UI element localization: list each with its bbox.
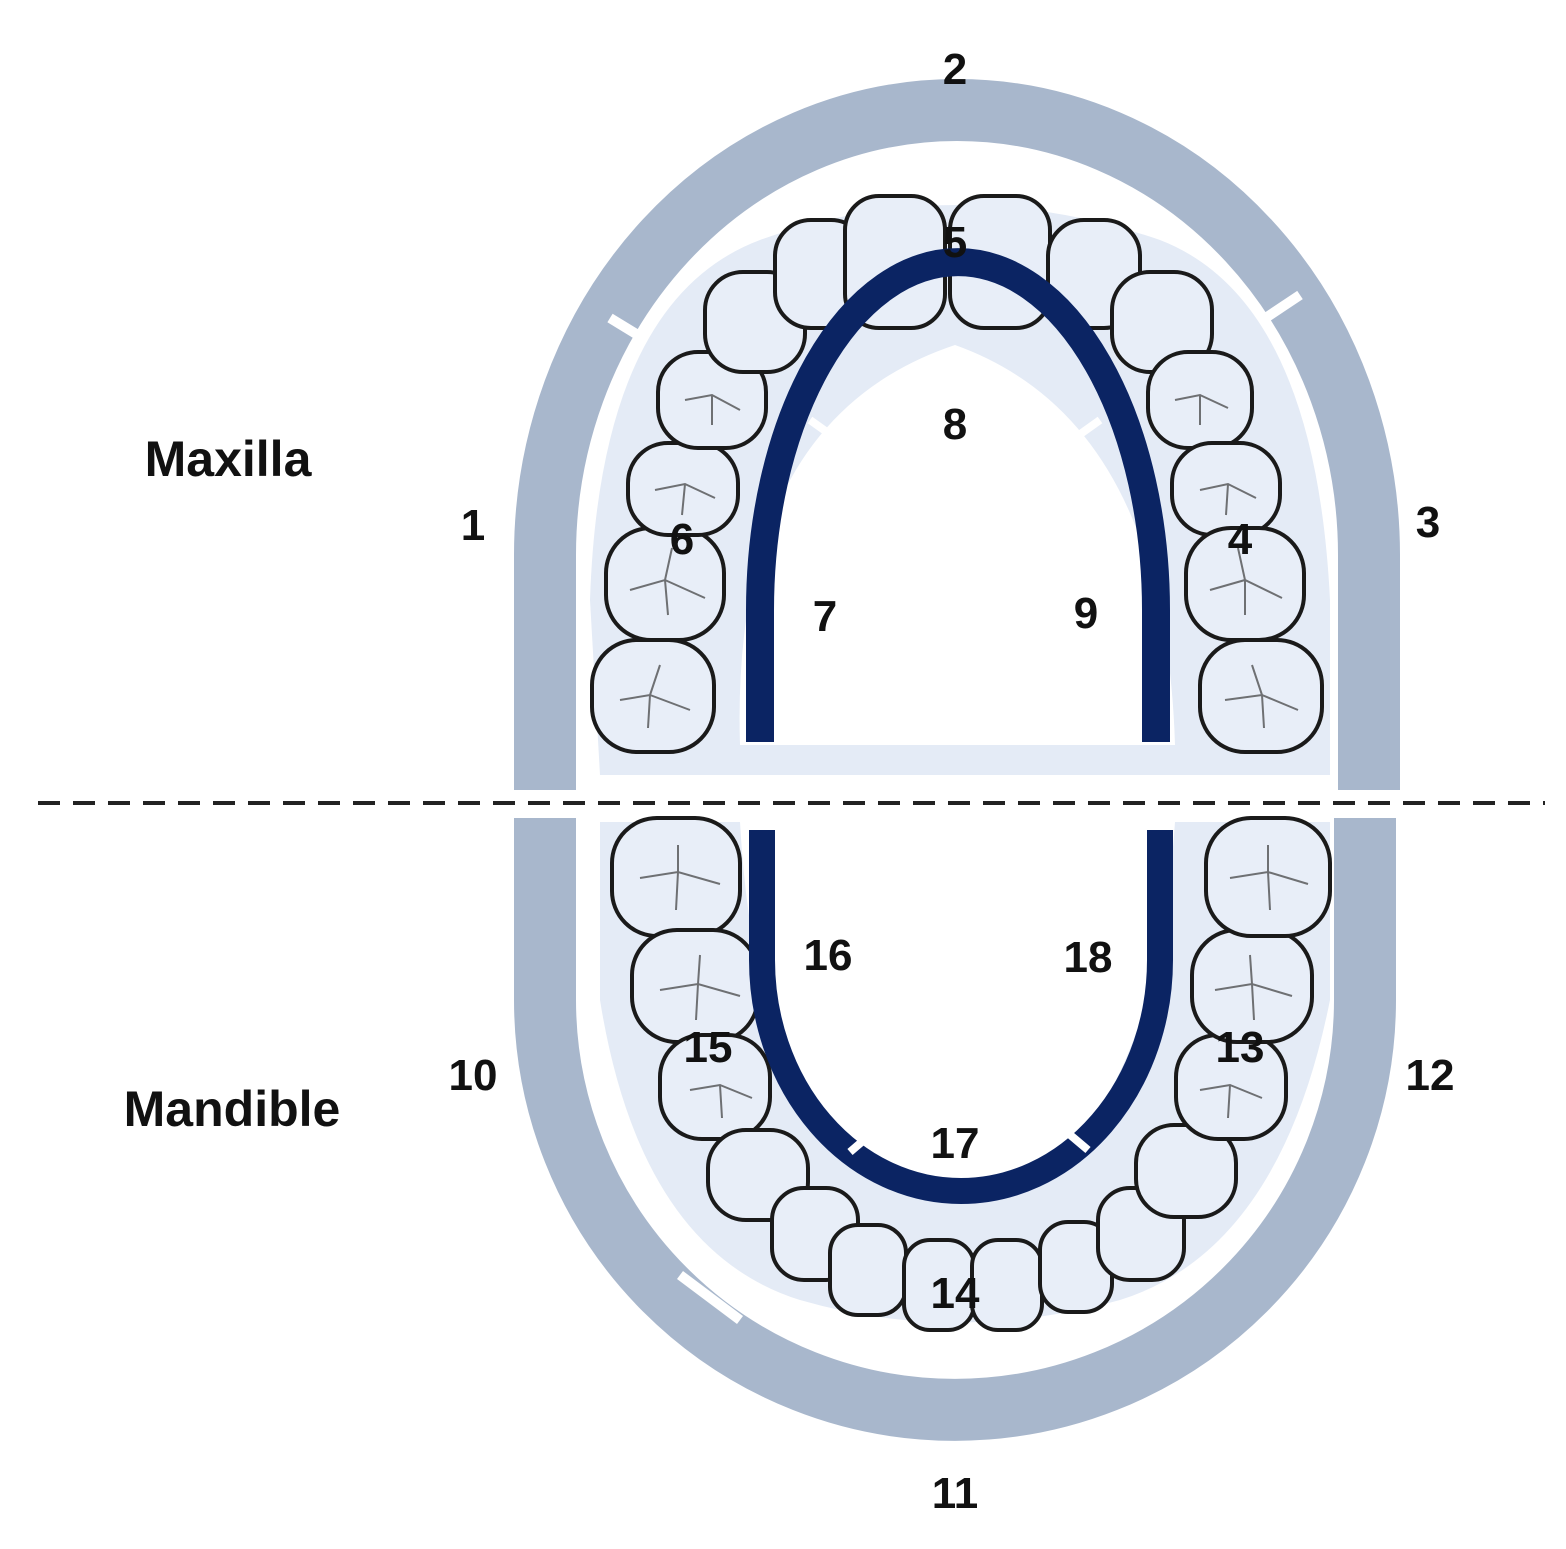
region-label-7: 7 [813,592,837,641]
tooth-upper-right-premolar-2 [1170,441,1282,537]
groove-upper-3 [654,482,716,516]
floor-lower [740,822,1175,1200]
groove-lower-5 [1214,954,1293,1021]
tooth-lower-left-molar-1 [658,1033,772,1141]
outer-ring-upper [514,79,1400,790]
ring-gap-11-12 [1151,1264,1219,1319]
region-label-15: 15 [684,1023,733,1072]
groove-lower-1 [639,845,721,911]
groove-lower-3 [689,1083,753,1119]
region-label-4: 4 [1228,515,1253,564]
groove-upper-2 [629,547,706,616]
groove-upper-8 [1224,664,1299,729]
inner-arch-lower [749,830,1173,1205]
groove-lower-2 [659,954,741,1021]
region-label-2: 2 [943,45,967,94]
inner-arch-upper [746,248,1170,742]
arch-gap-7-8 [807,416,848,449]
region-label-3: 3 [1416,498,1440,547]
groove-upper-6 [1199,482,1257,516]
tooth-lower-left-molar-3 [610,816,742,938]
outer-ring-lower [514,818,1396,1441]
region-label-11: 11 [932,1469,979,1518]
region-label-18: 18 [1064,933,1113,982]
arch-gap-17-18 [1059,1124,1091,1154]
region-label-14: 14 [931,1269,980,1318]
region-label-10: 10 [449,1051,498,1100]
region-label-13: 13 [1216,1023,1265,1072]
groove-lower-4 [1199,1083,1263,1119]
region-label-6: 6 [670,515,694,564]
groove-upper-1 [619,664,691,729]
arch-gap-16-17 [847,1124,881,1156]
groove-lower-6 [1229,845,1309,911]
tooth-lower-left-canine [828,1223,908,1317]
mandible-label: Mandible [124,1081,341,1137]
maxilla-group [514,79,1400,790]
maxilla-label: Maxilla [145,431,313,487]
region-label-1: 1 [461,501,485,550]
groove-upper-4 [684,393,741,425]
ring-gap-10-11 [677,1271,743,1324]
groove-upper-7 [1209,547,1283,615]
region-label-9: 9 [1074,589,1098,638]
groove-upper-5 [1174,393,1229,425]
region-label-16: 16 [804,931,853,980]
region-label-12: 12 [1406,1051,1455,1100]
arch-gap-8-9 [1062,416,1103,449]
region-label-17: 17 [931,1119,980,1168]
tooth-lower-right-lateral-incisor [970,1238,1044,1332]
mandible-group [514,816,1396,1441]
region-label-8: 8 [943,400,967,449]
region-label-5: 5 [943,218,967,267]
